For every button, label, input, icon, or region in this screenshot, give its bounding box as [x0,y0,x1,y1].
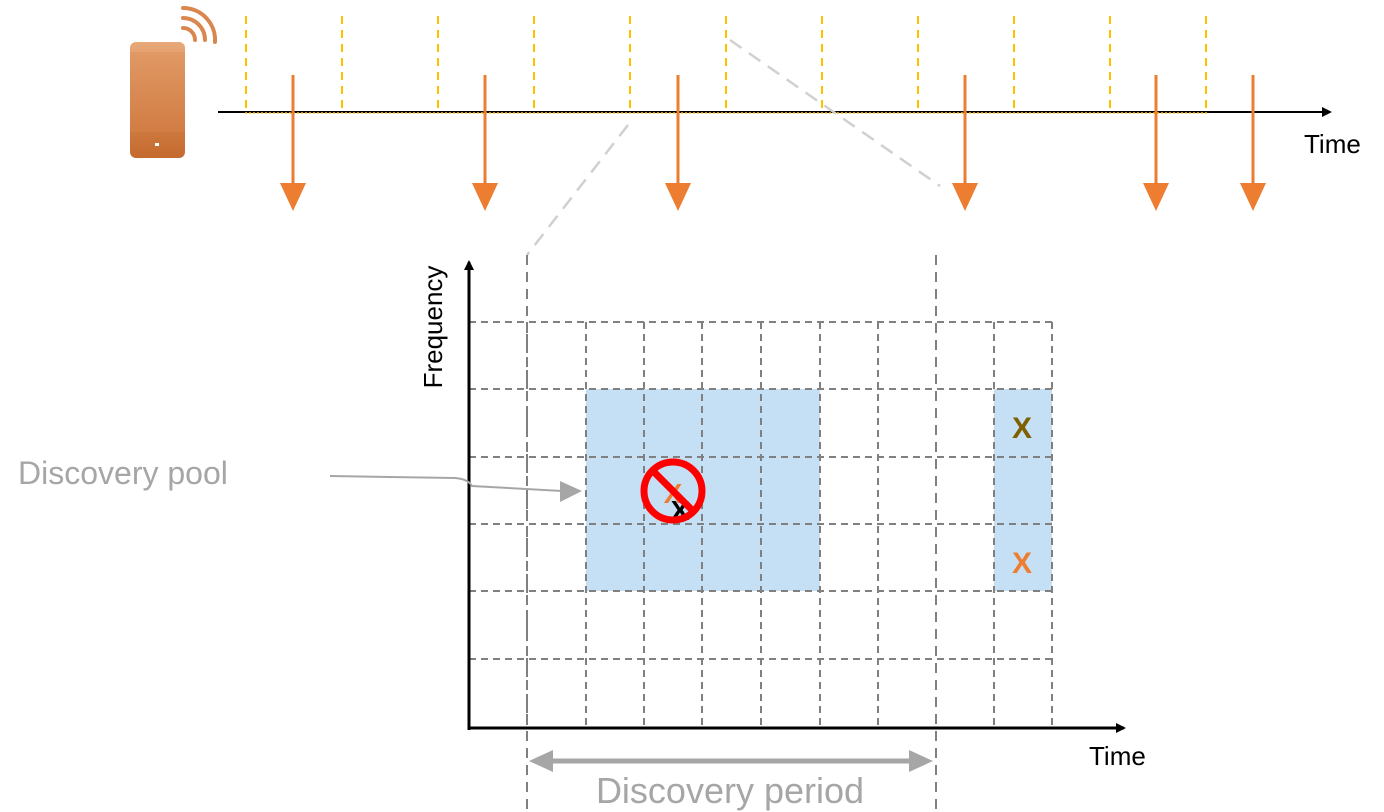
grid-lines [469,321,1053,728]
discovery-period-label: Discovery period [596,770,864,811]
zoom-connector-left [526,124,629,256]
transmission-arrow-1 [280,75,306,211]
y-axis-label: Frequency [418,266,448,389]
used-resource-column [994,389,1052,591]
discovery-pool-pointer [329,475,582,502]
resource-mark-orange: X [1012,547,1032,580]
transmission-arrow-2 [472,75,498,211]
prohibited-icon: X X [640,458,706,526]
x-axis-label: Time [1089,741,1146,771]
zoom-connector-right [729,38,941,188]
transmission-arrow-4 [952,75,978,211]
wifi-signal-icon [181,5,218,44]
top-timeline: Time [130,5,1361,256]
discovery-period-arrow [529,750,933,772]
transmission-arrow-3 [665,75,691,211]
top-time-label: Time [1304,129,1361,159]
smartphone-icon [130,42,185,158]
discovery-opportunity-ticks [245,16,1207,112]
resource-grid: Frequency Time X X X X Discovery pool Di… [18,255,1146,812]
transmission-arrow-5 [1143,75,1169,211]
transmission-arrow-6 [1240,75,1266,211]
transmission-arrows [280,75,1266,211]
discovery-pool-label: Discovery pool [18,455,228,491]
resource-mark-dark: X [1012,412,1032,445]
